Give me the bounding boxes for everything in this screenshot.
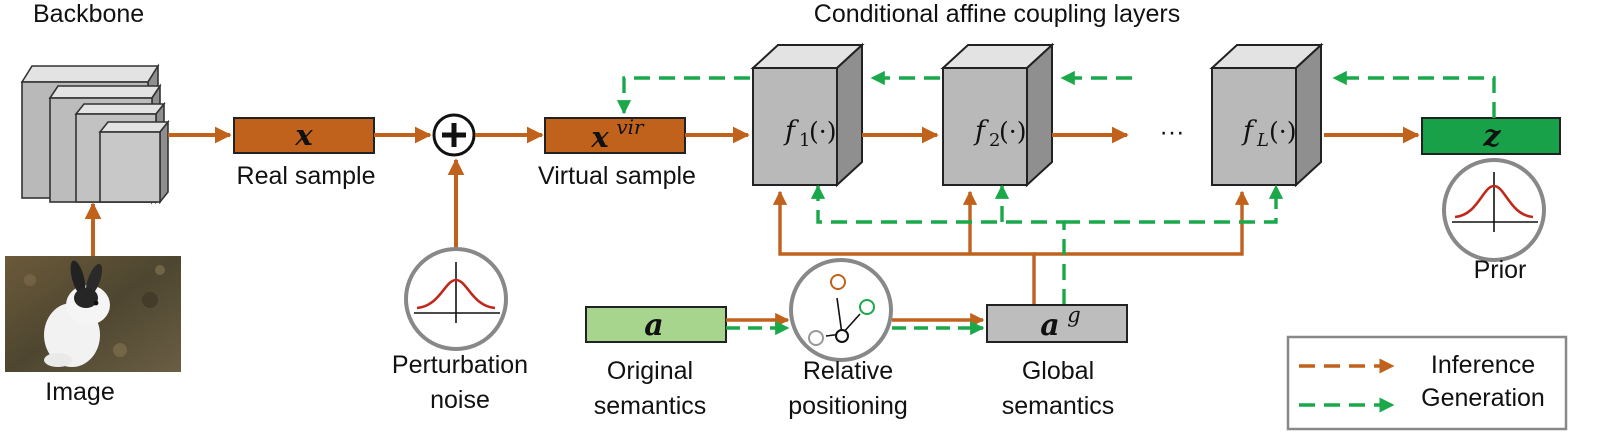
relative-label-line2: positioning: [788, 392, 908, 420]
real-sample-label: Real sample: [237, 162, 376, 190]
legend-inference-label: Inference: [1431, 351, 1535, 379]
ag-superscript: g: [1067, 303, 1080, 327]
fL-sub: L: [1256, 130, 1269, 151]
legend: Inference Generation: [1286, 335, 1568, 431]
legend-generation-label: Generation: [1421, 384, 1545, 412]
relative-label-line1: Relative: [803, 357, 893, 385]
f2-sub: 2: [989, 130, 1000, 151]
image-label: Image: [45, 378, 114, 406]
z-symbol: z: [1482, 119, 1501, 154]
ellipsis: ···: [1160, 118, 1185, 146]
coupling-layers-title: Conditional affine coupling layers: [814, 0, 1180, 28]
f1-arg: (·): [809, 117, 836, 146]
xvir-superscript: vir: [616, 115, 645, 139]
original-label-line2: semantics: [594, 392, 707, 420]
f1-sub: 1: [799, 130, 810, 151]
coupling-layer-fL: [1209, 42, 1324, 188]
perturbation-label-line2: noise: [430, 386, 490, 414]
prior-gaussian-icon: [1442, 158, 1546, 262]
x-symbol: x: [294, 118, 313, 152]
perturbation-gaussian-icon: [404, 247, 508, 351]
fL-arg: (·): [1269, 117, 1296, 146]
backbone-title: Backbone: [33, 0, 144, 28]
f2-arg: (·): [999, 117, 1026, 146]
perturbation-label-line1: Perturbation: [392, 351, 528, 379]
ag-base-symbol: a: [1040, 308, 1059, 343]
original-semantics-box: [585, 306, 727, 343]
input-image: [5, 256, 181, 372]
virtual-sample-label: Virtual sample: [538, 162, 696, 190]
coupling-layer-f2: [940, 42, 1055, 188]
coupling-layer-f1: [750, 42, 865, 188]
add-operator-icon: [432, 113, 476, 157]
latent-z-box: [1421, 117, 1561, 155]
a-symbol: a: [644, 308, 663, 343]
original-label-line1: Original: [607, 357, 693, 385]
global-label-line2: semantics: [1002, 392, 1115, 420]
global-label-line1: Global: [1022, 357, 1094, 385]
xvir-base-symbol: x: [590, 120, 609, 154]
generation-condition-path: [810, 184, 1284, 305]
relative-positioning-icon: [789, 258, 893, 362]
virtual-sample-box: [544, 117, 686, 154]
global-semantics-box: [986, 304, 1128, 343]
backbone-network-icon: [20, 63, 170, 205]
prior-label: Prior: [1474, 256, 1527, 284]
generation-top-path: [616, 70, 1496, 118]
